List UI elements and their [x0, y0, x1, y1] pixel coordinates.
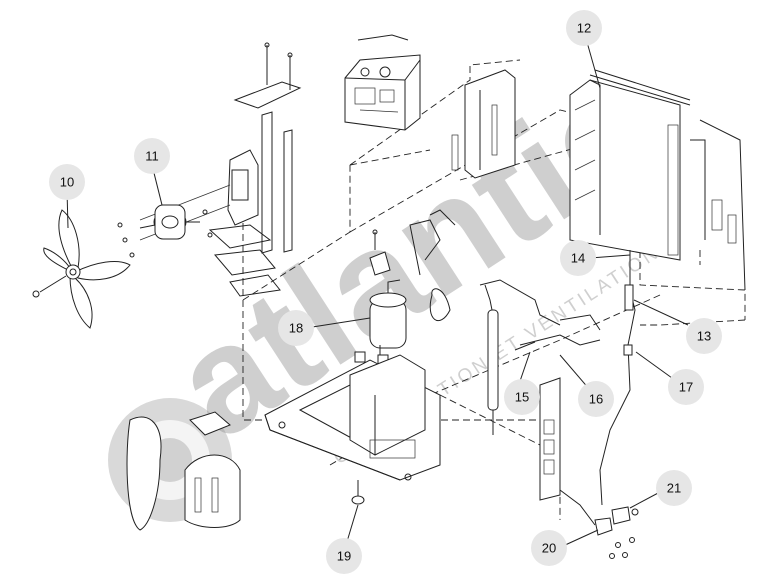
callout-14-label: 14: [571, 251, 585, 266]
partition-panel: [451, 69, 516, 179]
front-grille-shroud: [126, 411, 241, 531]
callout-18: 18: [278, 310, 314, 346]
callout-14: 14: [560, 240, 596, 276]
condenser-coil: [569, 69, 746, 291]
refrigerant-piping: [409, 209, 636, 506]
fan-motor: [117, 204, 213, 258]
compressor: [354, 229, 407, 366]
callout-19-label: 19: [337, 549, 351, 564]
callout-12-label: 12: [577, 21, 591, 36]
callout-18-label: 18: [289, 321, 303, 336]
callout-21-label: 21: [667, 481, 681, 496]
callout-16: 16: [578, 381, 614, 417]
callout-17-label: 17: [679, 380, 693, 395]
callout-13-label: 13: [697, 329, 711, 344]
callout-10-label: 10: [60, 175, 74, 190]
callout-15-label: 15: [515, 390, 529, 405]
service-valve-panel: [539, 377, 596, 526]
callout-17: 17: [668, 369, 704, 405]
motor-support-bracket: [139, 111, 293, 297]
callout-11: 11: [134, 138, 170, 174]
propeller-fan: [32, 209, 131, 329]
service-valves: [594, 506, 639, 559]
callout-20: 20: [531, 530, 567, 566]
callout-15: 15: [504, 379, 540, 415]
callout-11-label: 11: [145, 149, 159, 164]
callout-21: 21: [656, 470, 692, 506]
top-mounting-bracket: [233, 42, 302, 109]
control-box: [344, 34, 421, 131]
callout-10: 10: [49, 164, 85, 200]
callout-19: 19: [326, 538, 362, 574]
drain-plug: [351, 480, 365, 505]
callout-16-label: 16: [589, 392, 603, 407]
callout-13: 13: [686, 318, 722, 354]
callout-20-label: 20: [542, 541, 556, 556]
callout-12: 12: [566, 10, 602, 46]
base-pan: [264, 354, 441, 481]
